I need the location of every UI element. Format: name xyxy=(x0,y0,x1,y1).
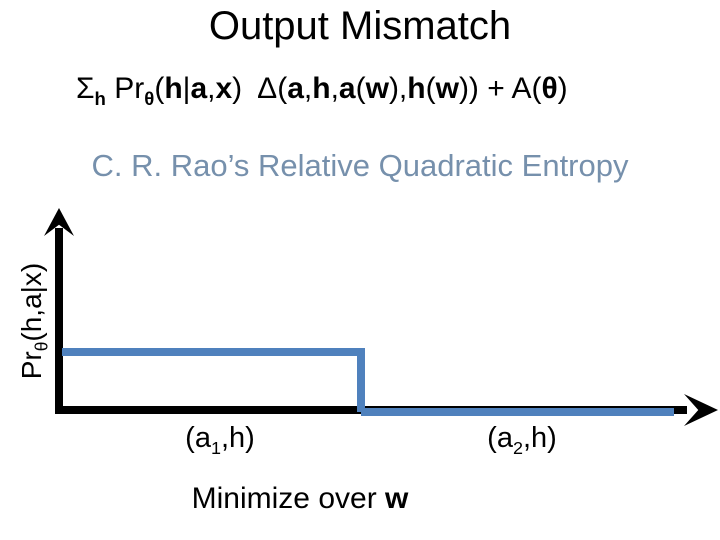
y-axis-line xyxy=(55,228,63,414)
x-tick-label-a1h: (a1,h) xyxy=(185,422,255,458)
slide-title: Output Mismatch xyxy=(208,4,512,48)
objective-formula: Σh Prθ(h|a,x) Δ(a,h,a(w),h(w)) + A(θ) xyxy=(76,72,568,109)
x-axis-arrowhead-icon xyxy=(684,394,718,426)
chart: Prθ(h,a|x) (a1,h) (a2,h) xyxy=(0,200,720,470)
x-tick-label-a2h: (a2,h) xyxy=(487,422,557,458)
y-axis-label: Prθ(h,a|x) xyxy=(16,262,52,380)
distribution-step-drop-segment xyxy=(357,348,365,412)
subtitle: C. R. Rao’s Relative Quadratic Entropy xyxy=(91,148,629,183)
distribution-step-high-segment xyxy=(62,348,360,356)
distribution-step-low-segment xyxy=(361,408,674,416)
minimize-caption: Minimize over w xyxy=(191,482,409,515)
